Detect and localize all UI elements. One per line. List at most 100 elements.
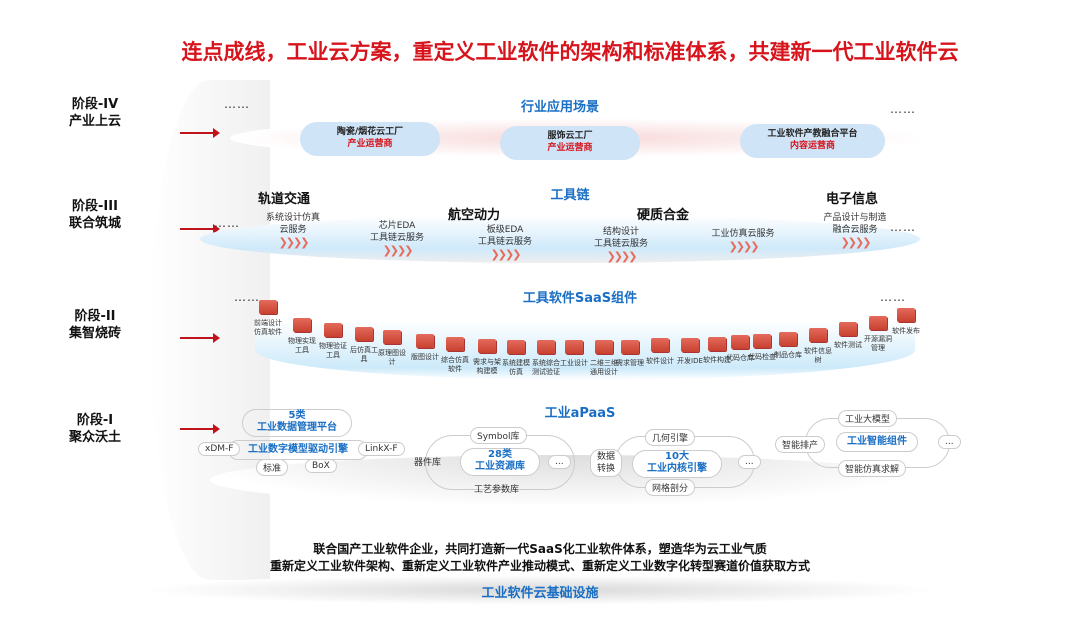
component-label: 代码检查	[748, 353, 776, 361]
layer4-title: 行业应用场景	[520, 100, 599, 115]
component-label: 软件发布	[892, 327, 920, 335]
pill-more[interactable]: ...	[548, 455, 571, 469]
resource-lib[interactable]: 28类工业资源库	[460, 449, 540, 473]
saas-component[interactable]: 前端设计仿真软件	[251, 300, 285, 337]
chevron-icon: ❯❯❯❯	[728, 240, 760, 253]
name: 工业内核引擎	[647, 463, 707, 474]
component-label: 软件设计	[646, 357, 674, 365]
saas-component[interactable]: 代码检查	[745, 334, 779, 362]
service-item[interactable]: 产品设计与制造 融合云服务❯❯❯❯	[820, 212, 890, 249]
cube-icon	[565, 340, 583, 354]
industry-label: 航空动力	[448, 208, 501, 223]
saas-component[interactable]: 需求与架构建模	[470, 339, 504, 376]
component-label: 原理图设计	[378, 349, 406, 366]
pill-bottom[interactable]: 网格剖分	[645, 479, 696, 496]
pill-standard[interactable]: 标准	[256, 459, 289, 476]
cube-icon	[293, 318, 311, 332]
saas-component[interactable]: 原理图设计	[375, 330, 409, 367]
pill-xdm[interactable]: xDM-F	[198, 442, 241, 456]
base-band	[140, 575, 940, 605]
pill-top[interactable]: Symbol库	[470, 427, 527, 444]
ellipsis: ……	[880, 290, 906, 304]
saas-component[interactable]: 物理实现工具	[285, 318, 319, 355]
saas-component[interactable]: 代码仓库	[723, 335, 757, 363]
saas-component[interactable]: 软件设计	[643, 338, 677, 366]
saas-component[interactable]: 开源漏洞管理	[861, 316, 895, 353]
data-mgmt-platform[interactable]: 5类工业数据管理平台	[242, 410, 352, 434]
kernel-engine[interactable]: 10大工业内核引擎	[632, 451, 722, 475]
count: 10大	[665, 451, 689, 462]
industry-label: 硬质合金	[637, 208, 690, 223]
pill-top[interactable]: 工业大模型	[838, 410, 898, 427]
stage-name: 阶段-III	[72, 199, 118, 214]
pill-left[interactable]: 智能排产	[775, 436, 826, 453]
cube-icon	[324, 323, 342, 337]
industry-label: 轨道交通	[258, 192, 311, 207]
service-item[interactable]: 结构设计 工具链云服务❯❯❯❯	[586, 226, 656, 263]
ellipsis: ……	[890, 102, 916, 116]
pill-more[interactable]: ...	[738, 455, 761, 469]
pill-bottom[interactable]: 智能仿真求解	[838, 460, 907, 477]
pill-linkx[interactable]: LinkX-F	[358, 442, 405, 456]
saas-component[interactable]: 工业设计	[557, 340, 591, 368]
cloud-scenario[interactable]: 服饰云工厂产业运营商	[500, 126, 640, 160]
saas-component[interactable]: 软件测试	[831, 322, 865, 350]
pill-more[interactable]: ...	[938, 435, 961, 449]
cube-icon	[416, 334, 434, 348]
saas-component[interactable]: 系统建模仿真	[499, 340, 533, 377]
pill-top[interactable]: 几何引擎	[645, 429, 696, 446]
component-label: 综合仿真软件	[441, 356, 469, 373]
pill-left[interactable]: 数据 转换	[590, 449, 623, 477]
saas-component[interactable]: 软件信息树	[801, 328, 835, 365]
chevron-icon: ❯❯❯❯	[490, 248, 522, 261]
summary-line-2: 重新定义工业软件架构、重新定义工业软件产业推动模式、重新定义工业数字化转型赛道价…	[269, 559, 810, 573]
saas-component[interactable]: 制品仓库	[771, 332, 805, 360]
saas-component[interactable]: 二维三维通用设计	[587, 340, 621, 377]
cube-icon	[779, 332, 797, 346]
cube-icon	[753, 334, 771, 348]
service-item[interactable]: 芯片EDA 工具链云服务❯❯❯❯	[362, 220, 432, 257]
cube-icon	[681, 338, 699, 352]
infrastructure-label: 工业软件云基础设施	[481, 586, 599, 601]
saas-component[interactable]: 软件发布	[889, 308, 923, 336]
saas-component[interactable]: 物理验证工具	[316, 323, 350, 360]
saas-component[interactable]: 软件构建	[700, 337, 734, 365]
saas-component[interactable]: 综合仿真软件	[438, 337, 472, 374]
pill-left[interactable]: 器件库	[414, 458, 442, 468]
cloud-scenario[interactable]: 陶瓷/烟花云工厂产业运营商	[300, 122, 440, 156]
pill-bottom[interactable]: 工艺参数库	[474, 485, 520, 495]
ai-components[interactable]: 工业智能组件	[847, 436, 907, 447]
cloud-scenario[interactable]: 工业软件产教融合平台内容运营商	[740, 124, 885, 158]
chevron-icon: ❯❯❯❯	[278, 236, 310, 249]
saas-component[interactable]: 开发IDE	[673, 338, 707, 366]
name: 工业资源库	[475, 461, 525, 472]
industry-label: 电子信息	[826, 192, 879, 207]
stage-desc: 聚众沃土	[68, 430, 121, 445]
service-item[interactable]: 板级EDA 工具链云服务❯❯❯❯	[470, 224, 540, 261]
service-label: 芯片EDA 工具链云服务	[369, 221, 424, 243]
chevron-icon: ❯❯❯❯	[382, 244, 414, 257]
model-engine[interactable]: 工业数字模型驱动引擎	[248, 444, 348, 455]
service-item[interactable]: 工业仿真云服务❯❯❯❯	[708, 228, 778, 253]
arrow-icon	[180, 424, 220, 434]
pill-box[interactable]: BoX	[305, 459, 337, 473]
cube-icon	[839, 322, 857, 336]
stage-desc: 集智烧砖	[68, 326, 121, 341]
saas-component[interactable]: 后仿真工具	[347, 327, 381, 364]
component-label: 物理验证工具	[319, 342, 347, 359]
cube-icon	[651, 338, 669, 352]
cloud-name: 服饰云工厂	[547, 131, 593, 141]
saas-component[interactable]: 系统综合测试验证	[529, 340, 563, 377]
saas-component[interactable]: 需求管理	[613, 340, 647, 368]
summary-line-1: 联合国产工业软件企业，共同打造新一代SaaS化工业软件体系，塑造华为云工业气质	[313, 542, 767, 556]
cube-icon	[507, 340, 525, 354]
arrow-icon	[180, 128, 220, 138]
component-label: 代码仓库	[726, 354, 754, 362]
saas-component[interactable]: 版图设计	[408, 334, 442, 362]
component-label: 软件测试	[834, 341, 862, 349]
service-item[interactable]: 系统设计仿真 云服务❯❯❯❯	[258, 212, 328, 249]
